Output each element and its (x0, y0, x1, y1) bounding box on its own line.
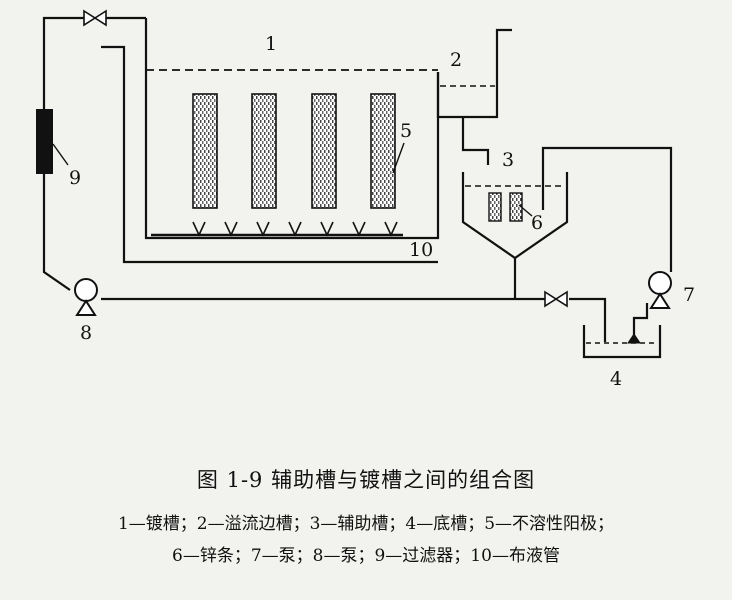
distribution-nozzles (192, 221, 398, 237)
bottom-tank-inlet (569, 297, 607, 342)
pump-7 (648, 271, 672, 309)
return-pipe (541, 146, 673, 272)
distribution-feed-pipe (101, 45, 438, 264)
filter (36, 109, 53, 174)
leader-9 (52, 143, 69, 166)
caption-area: 图 1-9 辅助槽与镀槽之间的组合图 1—镀槽；2—溢流边槽；3—辅助槽；4—底… (0, 458, 732, 572)
plating-system-diagram: 1 2 3 4 5 6 7 8 9 10 (36, 9, 695, 390)
label-4: 4 (610, 368, 622, 390)
bottom-tank (582, 325, 662, 359)
leader-6 (518, 204, 533, 217)
label-1: 1 (265, 33, 277, 55)
legend-line-1: 1—镀槽；2—溢流边槽；3—辅助槽；4—底槽；5—不溶性阳极； (117, 514, 615, 534)
label-3: 3 (502, 149, 514, 171)
anode (370, 93, 396, 209)
plating-tank-right-wall (405, 72, 440, 240)
valve-lower (544, 290, 568, 308)
label-5: 5 (400, 120, 412, 142)
label-6: 6 (531, 212, 543, 234)
label-2: 2 (450, 49, 462, 71)
overflow-outlet-pipe (461, 117, 490, 165)
figure-caption: 图 1-9 辅助槽与镀槽之间的组合图 (196, 468, 536, 492)
suction-inlet (627, 333, 641, 344)
leader-5 (392, 142, 405, 174)
anode (311, 93, 337, 209)
label-10: 10 (409, 239, 433, 261)
label-8: 8 (80, 322, 92, 344)
zinc-strip (509, 192, 523, 222)
zinc-strip (488, 192, 502, 222)
valve-top (83, 9, 107, 27)
insoluble-anodes (192, 93, 396, 209)
plating-tank (144, 35, 405, 240)
pump-8 (74, 278, 98, 316)
legend-line-2: 6—锌条；7—泵；8—泵；9—过滤器；10—布液管 (172, 546, 560, 566)
label-9: 9 (69, 167, 81, 189)
label-7: 7 (683, 284, 695, 306)
overflow-tank (436, 28, 512, 119)
anode (192, 93, 218, 209)
pump-7-to-bottom-tank (632, 303, 649, 342)
zinc-strips (488, 192, 523, 222)
anode (251, 93, 277, 209)
